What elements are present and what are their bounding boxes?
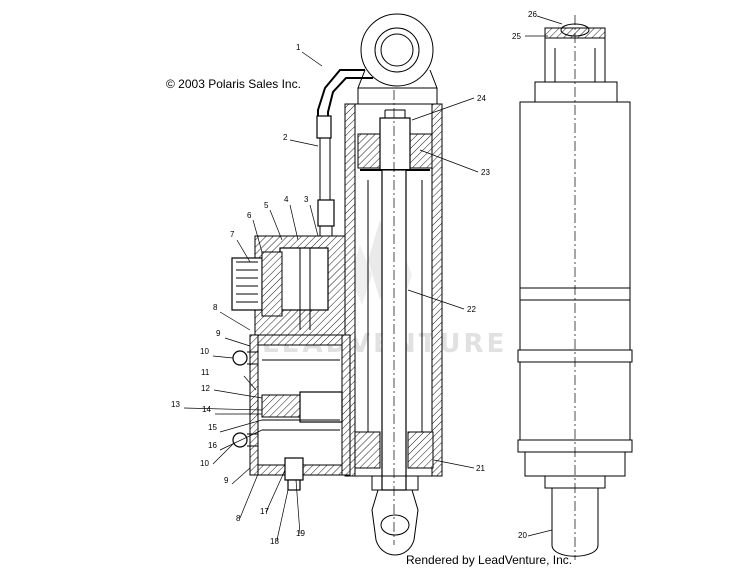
callout-9b: 9: [224, 476, 229, 485]
callout-4: 4: [284, 195, 289, 204]
callout-24: 24: [477, 94, 486, 103]
copyright-text: © 2003 Polaris Sales Inc.: [166, 77, 301, 91]
callout-18: 18: [270, 537, 279, 546]
sectional-view: [231, 13, 443, 556]
exterior-view: [517, 15, 633, 560]
callout-25: 25: [512, 32, 521, 41]
callout-14: 14: [202, 405, 211, 414]
callout-13: 13: [171, 400, 180, 409]
callout-26: 26: [528, 10, 537, 19]
callout-20: 20: [518, 531, 527, 540]
callout-15: 15: [208, 423, 217, 432]
callout-22: 22: [467, 305, 476, 314]
leader-lines: [183, 15, 563, 541]
callout-11: 11: [201, 368, 210, 377]
footer-credit: Rendered by LeadVenture, Inc.: [406, 553, 573, 567]
callout-1: 1: [296, 43, 301, 52]
callout-7: 7: [230, 230, 235, 239]
callout-5: 5: [264, 201, 269, 210]
callout-6: 6: [247, 211, 252, 220]
callout-10: 10: [200, 347, 209, 356]
callout-21: 21: [476, 464, 485, 473]
callout-16: 16: [208, 441, 217, 450]
callout-19: 19: [296, 529, 305, 538]
callout-2: 2: [283, 133, 288, 142]
callout-10b: 10: [200, 459, 209, 468]
callout-17: 17: [260, 507, 269, 516]
callout-8b: 8: [236, 514, 241, 523]
callout-12: 12: [201, 384, 210, 393]
callout-9: 9: [216, 329, 221, 338]
callout-3: 3: [304, 195, 309, 204]
callouts: 1 2 3 4 5 6 7 8 9 10 11 12 13 14 15 16 1…: [171, 10, 537, 546]
callout-23: 23: [481, 168, 490, 177]
callout-8: 8: [213, 303, 218, 312]
